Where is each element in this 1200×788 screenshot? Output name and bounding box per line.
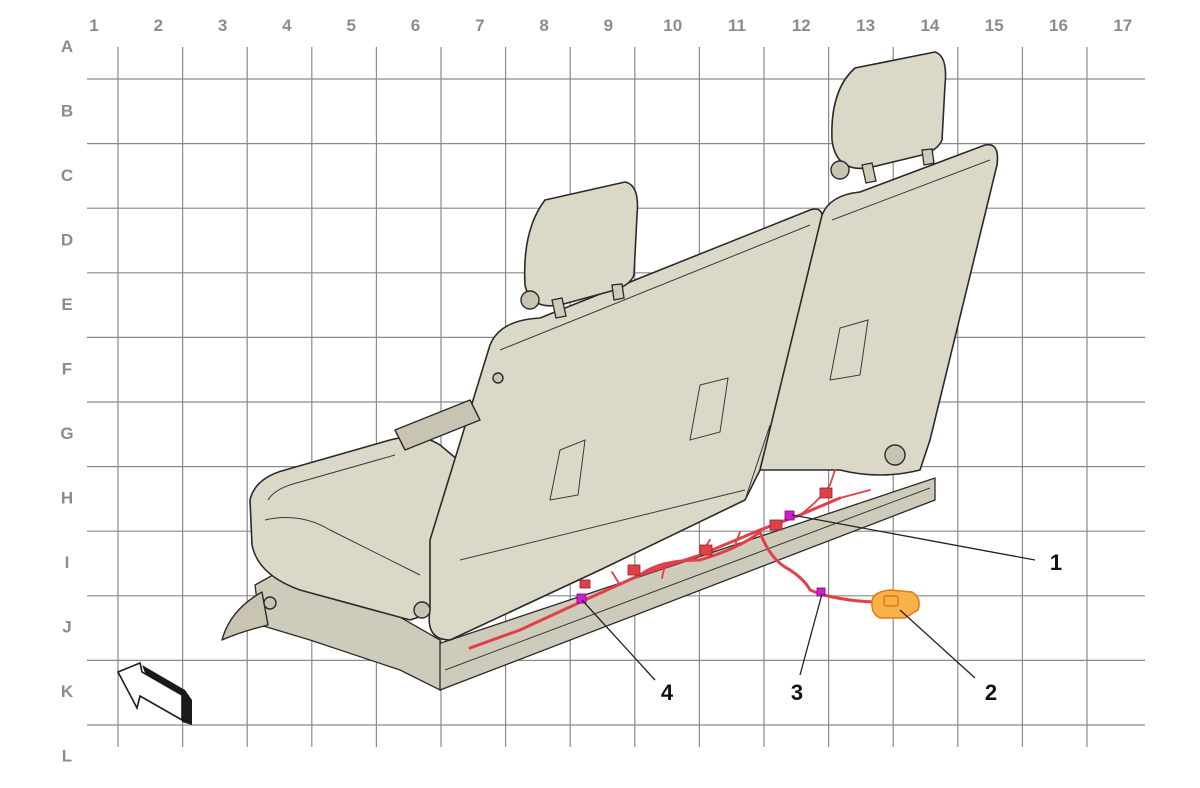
grid-row-label: K [61, 682, 74, 701]
seat-cushion [249, 436, 471, 621]
grid-column-label: 17 [1113, 16, 1132, 35]
left-headrest [523, 181, 639, 307]
grid-column-label: 15 [985, 16, 1004, 35]
leader-line-3 [799, 593, 823, 676]
connector-4 [576, 593, 587, 604]
grid-column-label: 9 [604, 16, 613, 35]
grid-column-label: 6 [411, 16, 420, 35]
right-headrest [831, 51, 947, 170]
leader-line-4 [581, 599, 656, 681]
grid-column-label: 5 [346, 16, 355, 35]
grid-column-label: 13 [856, 16, 875, 35]
seat-mount-foot [221, 591, 269, 641]
connector-3 [816, 587, 826, 597]
grid-column-label: 14 [920, 16, 939, 35]
rear-seat-illustration [221, 51, 999, 692]
grid-row-label: L [62, 747, 72, 766]
grid-column-label: 10 [663, 16, 682, 35]
callout-4: 4 [661, 680, 674, 705]
latch-detail [689, 377, 729, 441]
grid-row-label: E [61, 295, 72, 314]
grid-column-label: 2 [154, 16, 163, 35]
leader-line-2 [899, 609, 976, 679]
grid-column-label: 16 [1049, 16, 1068, 35]
latch-detail [829, 319, 869, 381]
grid-row-label: G [60, 424, 73, 443]
latch-detail [549, 439, 586, 501]
grid-column-label: 8 [539, 16, 548, 35]
center-cushion [394, 399, 481, 451]
module-2 [871, 589, 920, 619]
grid-row-label: F [62, 360, 72, 379]
grid-row-label: I [65, 553, 70, 572]
grid-column-label: 12 [792, 16, 811, 35]
callout-1: 1 [1050, 550, 1062, 575]
grid-row-labels: A B C D E F G H I J K L [60, 37, 73, 766]
grid-row-label: H [61, 489, 73, 508]
leader-line-1 [791, 514, 1036, 561]
grid-column-label: 7 [475, 16, 484, 35]
grid-row-label: D [61, 231, 73, 250]
grid-column-label: 4 [282, 16, 292, 35]
grid-column-label: 3 [218, 16, 227, 35]
callout-2: 2 [985, 680, 997, 705]
grid-column-label: 1 [89, 16, 98, 35]
grid-column-label: 11 [728, 16, 746, 35]
grid-row-label: A [61, 37, 73, 56]
grid-row-label: J [62, 618, 71, 637]
grid-row-label: B [61, 102, 73, 121]
callout-3: 3 [791, 680, 803, 705]
direction-arrow-icon [116, 661, 192, 725]
grid-row-label: C [61, 166, 73, 185]
right-backrest [759, 143, 999, 476]
